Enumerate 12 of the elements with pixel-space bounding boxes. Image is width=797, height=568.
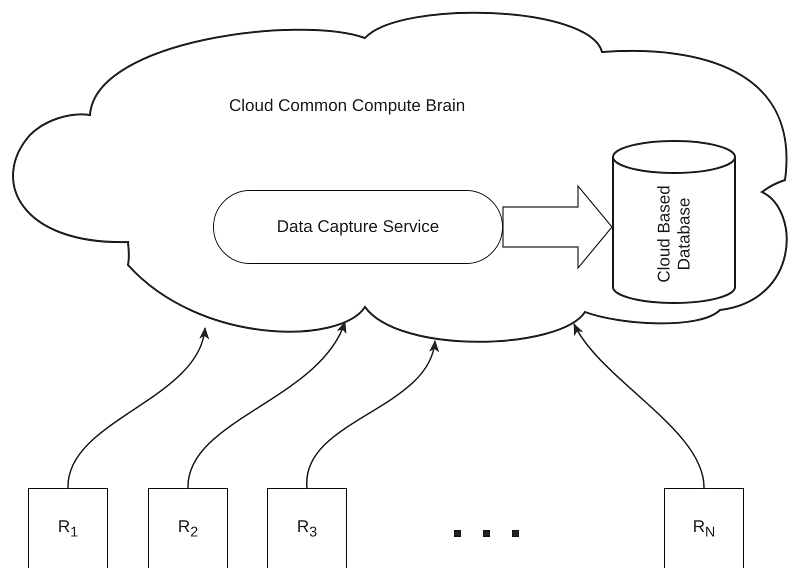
- resource-box: R$_{1}$: [28, 488, 108, 568]
- arrow: [187, 321, 346, 488]
- resource-box: R$_{N}$: [664, 488, 744, 568]
- resource-box: R$_{3}$: [267, 488, 347, 568]
- resource-box: R$_{2}$: [148, 488, 228, 568]
- block-arrow: [502, 184, 613, 270]
- arrow: [67, 327, 208, 488]
- arrow: [573, 323, 705, 488]
- service-box: Data Capture Service: [213, 190, 503, 264]
- cloud-title: Cloud Common Compute Brain: [229, 96, 466, 116]
- database-label: Cloud Based Database: [654, 184, 694, 285]
- arrow: [306, 340, 438, 488]
